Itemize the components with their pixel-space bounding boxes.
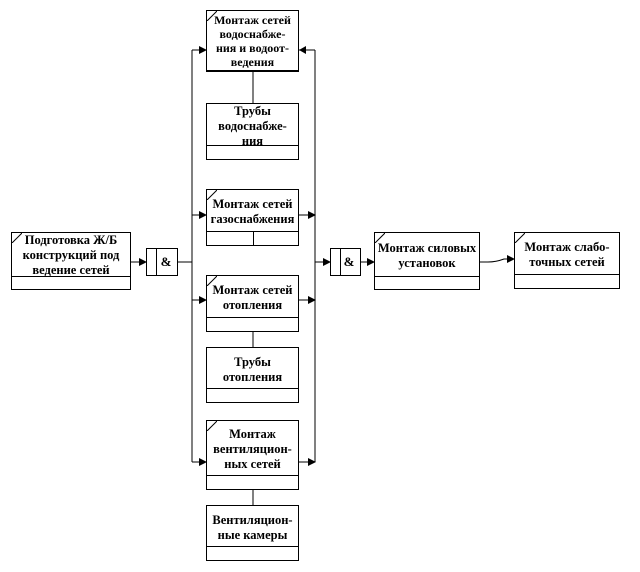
box-heating: Монтаж сетей отопления [206,275,299,332]
box-ventilation: Монтаж вентиляцион- ных сетей [206,420,299,490]
junction-merge: & [330,248,361,276]
box-gas: Монтаж сетей газоснабжения [206,189,299,246]
junction-split: & [146,248,178,276]
box-water: Монтаж сетей водоснабже- ния и водоот- в… [206,10,299,72]
box-heating-pipes-label: Трубы отопления [222,354,283,384]
box-water-label: Монтаж сетей водоснабже- ния и водоот- в… [214,13,291,69]
box-prep-label: Подготовка Ж/Б конструкций под ведение с… [22,233,120,277]
box-vent-chambers-label: Вентиляцион- ные камеры [212,512,293,542]
box-water-pipes: Трубы водоснабже- ния [206,103,299,160]
edge-power-to-lowcurrent [456,255,515,263]
box-power: Монтаж силовых установок [374,232,480,290]
corner-mark-icon [207,276,217,286]
box-prep: Подготовка Ж/Б конструкций под ведение с… [11,232,131,290]
box-power-label: Монтаж силовых установок [377,240,477,270]
box-lowcurrent: Монтаж слабо- точных сетей [514,232,620,289]
box-heating-pipes: Трубы отопления [206,347,299,403]
box-heating-label: Монтаж сетей отопления [212,283,293,312]
corner-mark-icon [12,233,22,243]
junction-merge-symbol: & [343,254,355,269]
box-lowcurrent-label: Монтаж слабо- точных сетей [524,240,610,269]
corner-mark-icon [515,233,525,243]
corner-mark-icon [207,11,217,21]
box-ventilation-label: Монтаж вентиляцион- ных сетей [213,427,292,471]
corner-mark-icon [375,233,385,243]
arrowhead-water-out [299,46,306,54]
box-water-pipes-label: Трубы водоснабже- ния [218,103,287,148]
corner-mark-icon [207,190,217,200]
box-gas-label: Монтаж сетей газоснабжения [210,197,295,226]
box-vent-chambers: Вентиляцион- ные камеры [206,505,299,561]
junction-split-symbol: & [160,254,172,269]
corner-mark-icon [207,421,217,431]
